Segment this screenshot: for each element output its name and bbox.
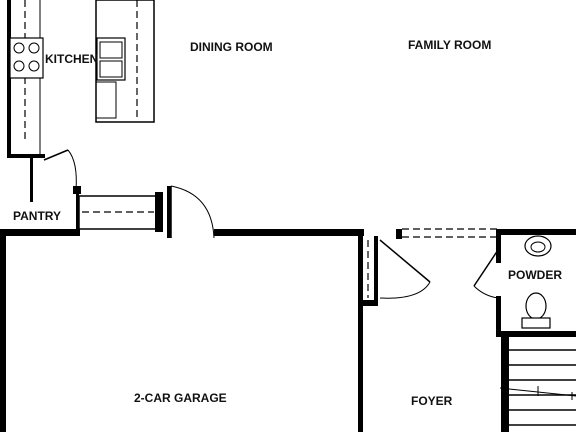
coat-closet-door-leaf	[379, 239, 431, 283]
powder-top-wall	[496, 229, 576, 235]
coat-closet-bottom	[363, 300, 378, 306]
powder-left-wall-lower	[496, 296, 501, 336]
pantry-door-swing	[67, 149, 77, 191]
sink-icon	[96, 37, 126, 81]
pantry-left-wall	[30, 158, 33, 202]
garage-top-wall-right	[214, 229, 364, 236]
kitchen-lower-wall	[7, 154, 45, 158]
cooktop-icon	[9, 37, 44, 79]
foyer-label: FOYER	[411, 394, 453, 408]
pantry-door-leaf	[43, 149, 69, 161]
kitchen-island	[95, 0, 155, 123]
dining-room-label: DINING ROOM	[190, 40, 273, 54]
powder-door-leaf	[473, 249, 499, 287]
garage-left-wall	[0, 232, 6, 432]
toilet-icon	[521, 292, 551, 329]
coat-closet-door-swing	[379, 281, 431, 299]
pantry-label: PANTRY	[13, 209, 61, 223]
powder-label: POWDER	[508, 268, 562, 282]
kitchen-left-wall	[7, 0, 11, 158]
foyer-closet-wall-left	[358, 229, 363, 432]
sink-icon	[524, 235, 552, 257]
garage-door-jamb-left	[167, 186, 171, 238]
powder-door-swing	[473, 285, 499, 299]
garage-top-wall-left	[0, 229, 80, 236]
kitchen-label: KITCHEN	[45, 52, 98, 66]
pantry-right-wall	[76, 194, 79, 232]
garage-label: 2-CAR GARAGE	[134, 391, 227, 405]
pantry-jamb	[73, 186, 81, 194]
foyer-closet-wall-right	[374, 236, 378, 302]
powder-bottom-wall	[496, 331, 576, 337]
powder-left-wall	[496, 229, 501, 263]
staircase	[499, 337, 576, 432]
closet-end-wall	[155, 192, 163, 232]
coat-closet-jamb	[396, 229, 402, 239]
garage-door-swing	[170, 185, 215, 239]
family-room-label: FAMILY ROOM	[408, 38, 491, 52]
